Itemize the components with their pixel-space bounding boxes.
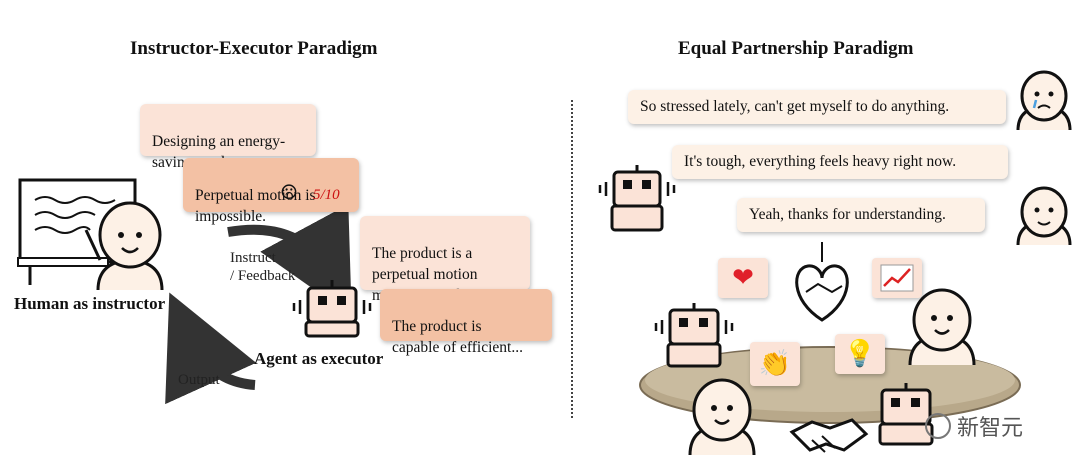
wechat-icon (925, 413, 951, 439)
heart-icon: ❤ (718, 258, 768, 298)
bubble-product-efficient: The product is capable of efficient... (380, 289, 552, 356)
watermark: 新智元 (925, 410, 1023, 442)
human-icon-instructor (84, 201, 164, 291)
robot-icon-table-left (654, 303, 734, 368)
bubble-perpetual-feedback: Perpetual motion is impossible. ☹ 5/10 (183, 158, 359, 225)
agent-executor-label: Agent as executor (254, 349, 384, 368)
output-label: Output (178, 372, 220, 388)
sad-face-icon (1016, 70, 1072, 131)
bubble-tough: It's tough, everything feels heavy right… (672, 145, 1008, 179)
left-title: Instructor-Executor Paradigm (130, 38, 378, 59)
clap-icon: 👏 (750, 342, 800, 386)
human-instructor-label: Human as instructor (14, 294, 166, 313)
chart-up-icon (872, 258, 922, 298)
handshake-heart-icon (795, 242, 849, 322)
human-icon-table-bottom (688, 378, 756, 456)
instruct-arrow (227, 204, 352, 317)
section-divider (571, 100, 573, 418)
handshake-icon (789, 418, 869, 453)
bubble-product-perpetual: The product is a perpetual motion machin… (360, 216, 530, 304)
bubble-thanks: Yeah, thanks for understanding. (737, 198, 985, 232)
score-text: 5/10 (313, 187, 340, 203)
bubble-stressed: So stressed lately, can't get myself to … (628, 90, 1006, 124)
robot-icon-talking (598, 165, 676, 232)
human-icon-thankful (1016, 186, 1072, 246)
instruct-feedback-label: Instruct / Feedback (230, 250, 296, 284)
right-title: Equal Partnership Paradigm (678, 38, 914, 59)
human-icon-table-right (908, 288, 976, 366)
output-arrow (165, 292, 257, 405)
bubble-design-task: Designing an energy- saving product. (140, 104, 316, 171)
frown-face-icon: ☹ (280, 182, 298, 204)
lightbulb-icon: 💡 (835, 334, 885, 374)
robot-icon-executor (292, 280, 372, 338)
